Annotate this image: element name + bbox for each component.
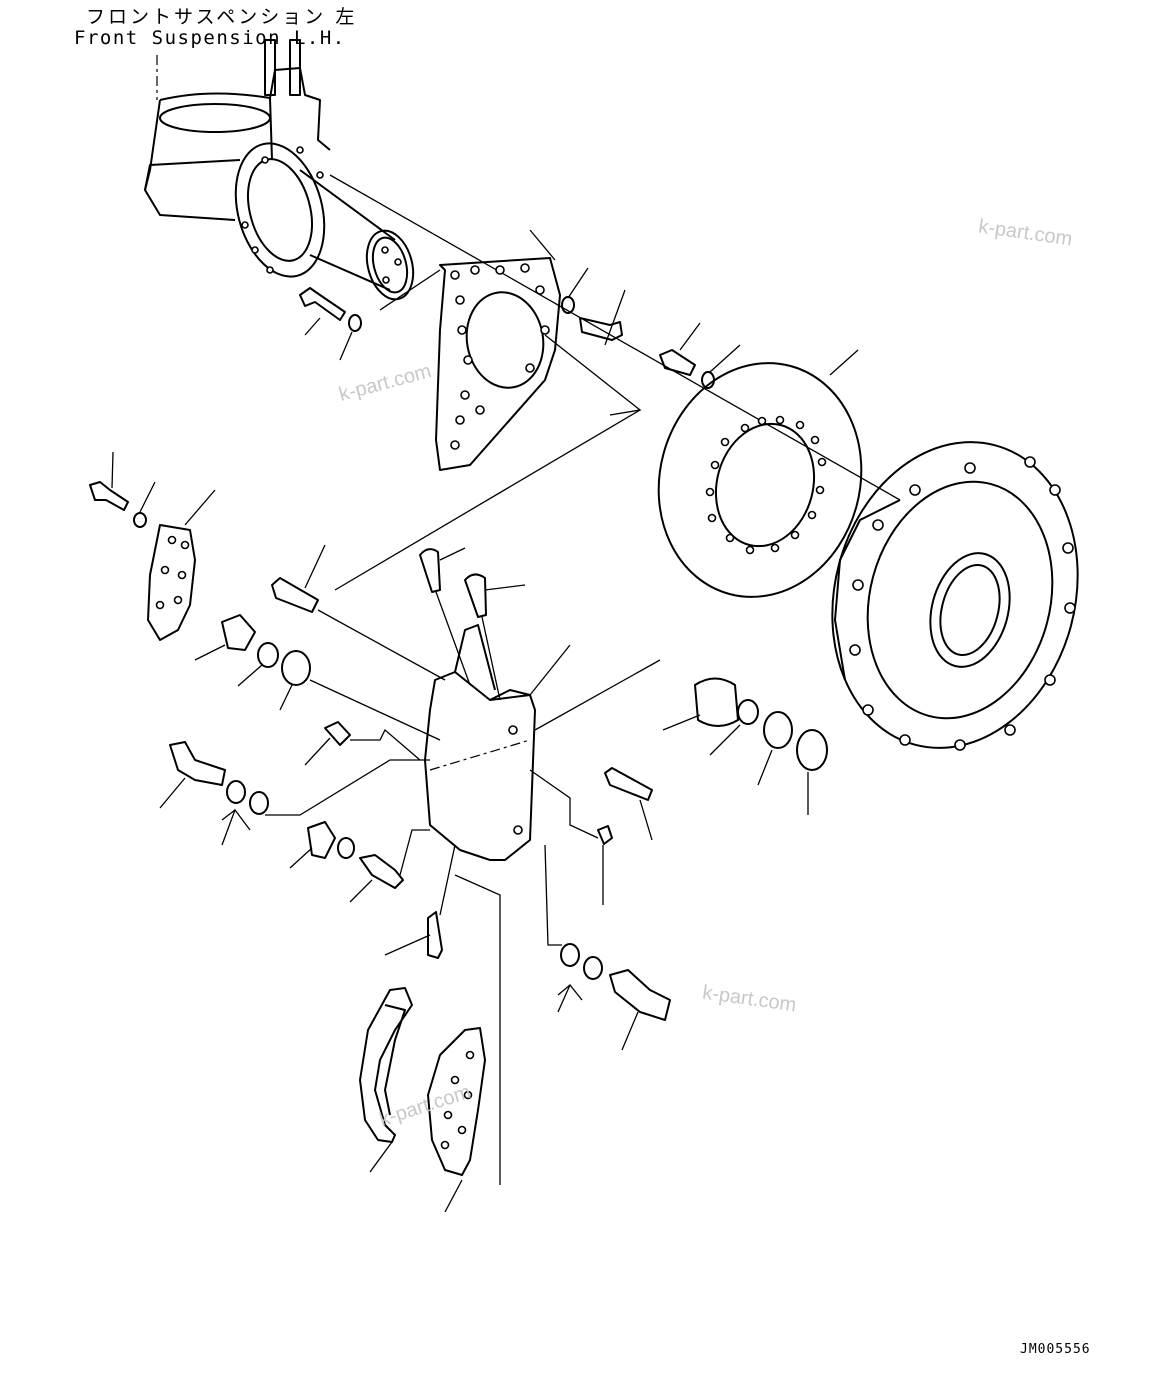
lower-bolt [384, 844, 501, 1185]
fitting-and-washer [289, 821, 430, 903]
inner-pad-plate [427, 1027, 486, 1213]
guide-pin-left [159, 741, 430, 846]
inner-brake-pad [359, 987, 413, 1173]
axle-spindle [234, 142, 415, 301]
caliper-bolts [419, 547, 526, 701]
guide-pin-right [544, 844, 671, 1051]
brake-disc [657, 349, 863, 598]
slide-pin-upper-left [271, 544, 446, 681]
slide-pin-right [529, 767, 653, 905]
caliper-body [424, 624, 571, 861]
piston-seal-set-left [194, 614, 441, 741]
title-japanese: フロントサスペンション 左 [86, 6, 358, 28]
brake-bracket [435, 257, 561, 471]
drawing-id: JM005556 [1020, 1342, 1091, 1357]
guide-line-bracket [334, 409, 641, 591]
wheel-hub [831, 441, 1079, 751]
bleeder-screw [304, 721, 421, 766]
outer-pad-plate [89, 451, 216, 641]
front-suspension-housing [144, 39, 331, 221]
piston-seal-set-right [534, 659, 828, 815]
title-english: Front Suspension L.H. [74, 27, 346, 49]
